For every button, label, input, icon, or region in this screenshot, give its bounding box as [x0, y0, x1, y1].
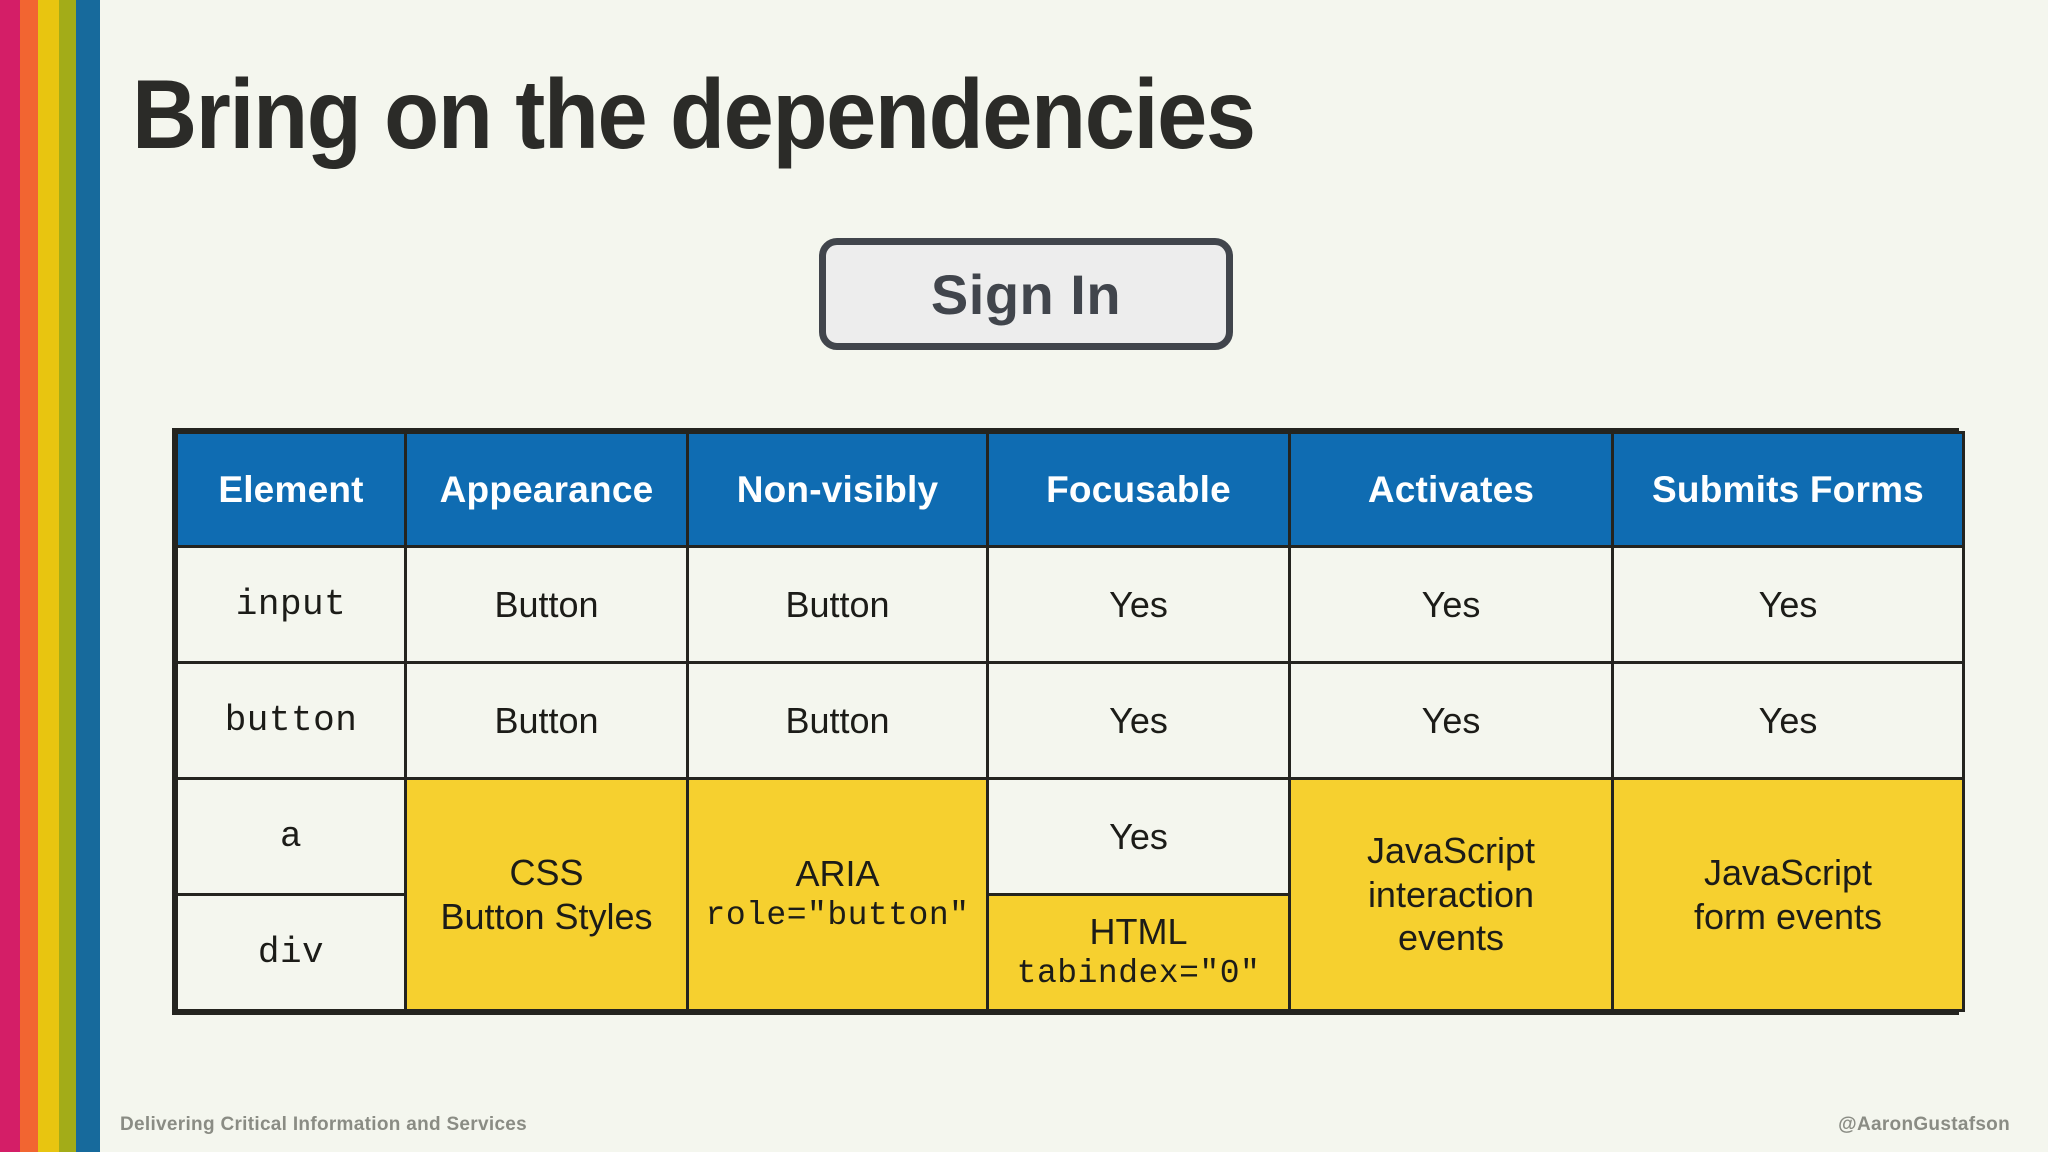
cell-div-element: div — [175, 893, 407, 1012]
footer-tagline: Delivering Critical Information and Serv… — [120, 1114, 528, 1135]
appearance-line-1: CSS — [509, 851, 584, 893]
table-row-div: div HTML tabindex="0" — [175, 893, 1964, 1012]
table-row-input: input Button Button Yes Yes Yes — [175, 545, 1965, 664]
cell-merged-appearance: CSS Button Styles — [404, 777, 689, 1012]
stripe-orange — [19, 0, 39, 1152]
cell-merged-submits-forms: JavaScript form events — [1611, 777, 1965, 1012]
cell-input-element: input — [175, 545, 407, 664]
cell-input-submits-forms: Yes — [1611, 545, 1965, 664]
cell-button-element: button — [175, 661, 407, 780]
table-row-a: a CSS Button Styles ARIA role="button" Y… — [175, 777, 1965, 1012]
slide-title: Bring on the dependencies — [132, 59, 1256, 169]
table-row-button: button Button Button Yes Yes Yes — [175, 661, 1965, 780]
table-head: Element Appearance Non-visibly Focusable… — [175, 431, 1965, 548]
cell-input-appearance: Button — [404, 545, 689, 664]
cell-merged-non-visibly: ARIA role="button" — [686, 777, 989, 1012]
stripe-blue — [75, 0, 100, 1152]
signin-button-demo: Sign In — [819, 238, 1233, 350]
cell-button-activates: Yes — [1288, 661, 1614, 780]
div-focusable-line-2: tabindex="0" — [1016, 955, 1261, 993]
matrix-table: Element Appearance Non-visibly Focusable… — [175, 431, 1965, 1012]
appearance-line-2: Button Styles — [440, 895, 653, 937]
column-header-activates: Activates — [1288, 431, 1614, 548]
column-header-focusable: Focusable — [986, 431, 1291, 548]
header-row: Element Appearance Non-visibly Focusable… — [175, 431, 1965, 548]
table-body: input Button Button Yes Yes Yes button B… — [175, 545, 1965, 1012]
cell-merged-activates: JavaScript interaction events — [1288, 777, 1614, 1012]
column-header-element: Element — [175, 431, 407, 548]
cell-input-non-visibly: Button — [686, 545, 989, 664]
button-semantics-table: Element Appearance Non-visibly Focusable… — [172, 428, 1965, 1015]
column-header-appearance: Appearance — [404, 431, 689, 548]
stripe-yellow — [38, 0, 59, 1152]
stripe-magenta — [0, 0, 20, 1152]
footer-handle: @AaronGustafson — [1838, 1114, 2010, 1135]
column-header-non-visibly: Non-visibly — [686, 431, 989, 548]
submits-line-1: JavaScript — [1703, 851, 1873, 893]
div-focusable-line-1: HTML — [1089, 911, 1188, 953]
submits-line-2: form events — [1693, 895, 1883, 937]
non-visibly-line-1: ARIA — [795, 853, 880, 895]
cell-input-activates: Yes — [1288, 545, 1614, 664]
left-color-stripes — [0, 0, 100, 1152]
sign-in-button[interactable]: Sign In — [819, 238, 1233, 350]
cell-a-element: a — [175, 777, 407, 896]
cell-div-focusable: HTML tabindex="0" — [986, 893, 1291, 1012]
non-visibly-line-2: role="button" — [705, 897, 970, 935]
activates-line-2: interaction — [1367, 873, 1535, 915]
column-header-submits-forms: Submits Forms — [1611, 431, 1965, 548]
stripe-olive — [58, 0, 76, 1152]
activates-line-1: JavaScript — [1366, 829, 1536, 871]
cell-input-focusable: Yes — [986, 545, 1291, 664]
cell-button-non-visibly: Button — [686, 661, 989, 780]
cell-a-focusable: Yes — [986, 777, 1291, 896]
activates-line-3: events — [1397, 917, 1505, 959]
cell-button-submits-forms: Yes — [1611, 661, 1965, 780]
cell-button-appearance: Button — [404, 661, 689, 780]
cell-button-focusable: Yes — [986, 661, 1291, 780]
